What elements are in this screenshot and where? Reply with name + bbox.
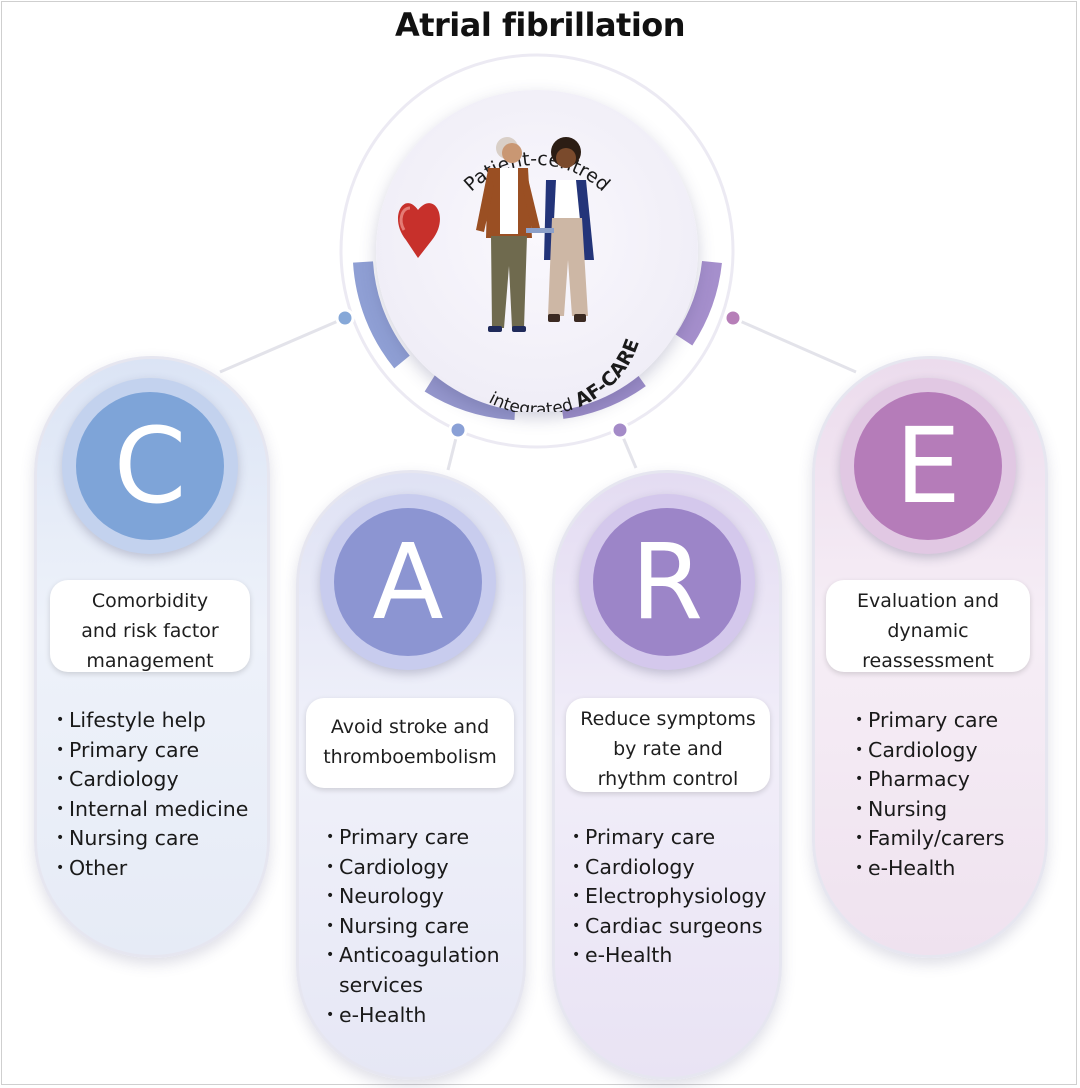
connector-dot-a xyxy=(448,420,468,440)
team-list-c: Lifestyle help Primary care Cardiology I… xyxy=(56,706,248,884)
list-item: Neurology xyxy=(326,882,500,912)
list-item: Lifestyle help xyxy=(56,706,248,736)
list-item: Cardiology xyxy=(855,736,1004,766)
center-bottom-text: integrated AF-CARE xyxy=(486,336,644,412)
team-list-e: Primary care Cardiology Pharmacy Nursing… xyxy=(855,706,1004,884)
woman-icon xyxy=(526,137,594,322)
heading-box-c: Comorbidity and risk factor management xyxy=(50,580,250,672)
list-item: Pharmacy xyxy=(855,765,1004,795)
connector-dot-c xyxy=(335,308,355,328)
list-item: Cardiology xyxy=(56,765,248,795)
page-title: Atrial fibrillation xyxy=(394,6,686,44)
connector-line-e xyxy=(732,316,857,374)
letter-badge-r: R xyxy=(579,494,755,670)
list-item: Primary care xyxy=(56,736,248,766)
list-item: Other xyxy=(56,854,248,884)
letter-badge-c: C xyxy=(62,378,238,554)
letter-e: E xyxy=(895,405,961,527)
list-item: e-Health xyxy=(855,854,1004,884)
elderly-man-icon xyxy=(476,137,540,332)
letter-c: C xyxy=(113,405,187,527)
letter-badge-e: E xyxy=(840,378,1016,554)
connector-dot-r xyxy=(610,420,630,440)
list-item: Primary care xyxy=(855,706,1004,736)
letter-badge-a: A xyxy=(320,494,496,670)
list-item: Cardiology xyxy=(326,853,500,883)
list-item: e-Health xyxy=(572,941,767,971)
team-list-r: Primary care Cardiology Electrophysiolog… xyxy=(572,823,767,971)
list-item: Cardiology xyxy=(572,853,767,883)
arc-segment-1 xyxy=(353,261,410,369)
heading-box-r: Reduce symptoms by rate and rhythm contr… xyxy=(566,698,770,792)
list-item: Primary care xyxy=(572,823,767,853)
heading-box-a: Avoid stroke and thromboembolism xyxy=(306,698,514,788)
arc-segment-2 xyxy=(424,374,516,420)
list-item: e-Health xyxy=(326,1001,500,1031)
center-circle xyxy=(376,90,698,412)
connector-line-c xyxy=(219,316,346,374)
list-item: Nursing care xyxy=(56,824,248,854)
connector-dot-e xyxy=(723,308,743,328)
center-outer-ring xyxy=(339,53,735,449)
list-item: Cardiac surgeons xyxy=(572,912,767,942)
heart-icon xyxy=(397,203,440,258)
heading-box-e: Evaluation and dynamic reassessment xyxy=(826,580,1030,672)
list-item: Internal medicine xyxy=(56,795,248,825)
center-top-text: Patient-centred xyxy=(460,148,614,196)
list-item: Electrophysiology xyxy=(572,882,767,912)
center-illustration: Patient-centred integrated AF-CARE xyxy=(397,137,644,412)
list-item: Nursing xyxy=(855,795,1004,825)
list-item: Family/carers xyxy=(855,824,1004,854)
list-item: Nursing care xyxy=(326,912,500,942)
letter-r: R xyxy=(630,521,704,643)
letter-a: A xyxy=(372,521,444,643)
team-list-a: Primary care Cardiology Neurology Nursin… xyxy=(326,823,500,1030)
list-item: Primary care xyxy=(326,823,500,853)
arc-segment-4 xyxy=(675,260,722,346)
